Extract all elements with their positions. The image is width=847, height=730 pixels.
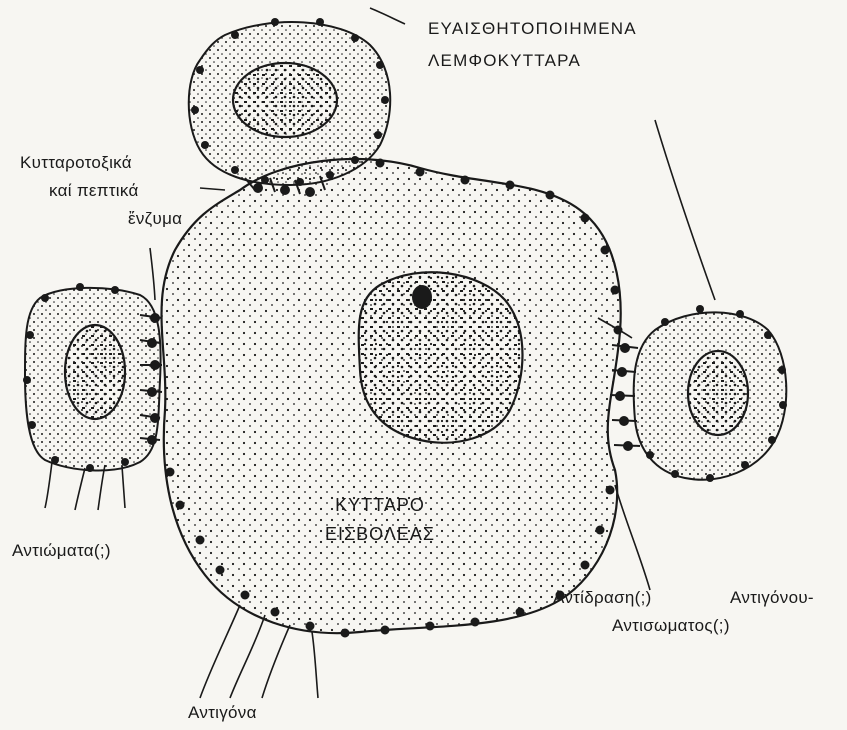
lymphocyte-left bbox=[23, 283, 161, 472]
label-reaction-1: Αντίδραση(;) bbox=[553, 587, 652, 608]
label-sensitized-lymphocytes-1: ΕΥΑΙΣΘΗΤΟΠΟΙΗΜΕΝΑ bbox=[428, 16, 637, 41]
label-invader-1: ΚΥΤΤΑΡΟ bbox=[295, 493, 465, 518]
leader-antibody-1 bbox=[45, 462, 52, 508]
lymphocyte-top-nucleus bbox=[233, 63, 337, 137]
leader-antigen-4 bbox=[312, 632, 318, 698]
leader-sensitized bbox=[370, 8, 405, 24]
leader-antibody-2 bbox=[75, 468, 85, 510]
leader-enzymes-upper bbox=[200, 188, 225, 190]
label-cytotoxic-3: ἔνζυμα bbox=[128, 208, 182, 229]
label-sensitized-lymphocytes-2: ΛΕΜΦΟΚΥΤΤΑΡΑ bbox=[428, 48, 581, 73]
leader-antigen-3 bbox=[262, 625, 290, 698]
lymphocyte-right-nucleus bbox=[688, 351, 748, 435]
label-invader-2: ΕΙΣΒΟΛΕΑΣ bbox=[295, 522, 465, 547]
label-reaction-1b: Αντιγόνου- bbox=[730, 587, 814, 608]
label-antibodies: Αντιώματα(;) bbox=[12, 540, 111, 561]
lymphocyte-left-nucleus bbox=[65, 325, 125, 419]
lymphocyte-right bbox=[634, 305, 787, 482]
invader-cell bbox=[162, 159, 623, 638]
invader-nucleus bbox=[359, 272, 523, 442]
leader-reaction bbox=[615, 485, 650, 590]
leader-antigen-2 bbox=[230, 615, 265, 698]
leader-antibody-3 bbox=[98, 465, 105, 510]
invader-nucleolus bbox=[412, 285, 432, 309]
leader-antibody-4 bbox=[122, 466, 125, 508]
leader-right-lymphocyte bbox=[655, 120, 715, 300]
lymphocyte-top bbox=[189, 18, 390, 186]
label-reaction-2: Αντισωματος(;) bbox=[612, 615, 730, 636]
label-antigens: Αντιγόνα bbox=[188, 702, 257, 723]
leader-antigen-1 bbox=[200, 605, 240, 698]
label-cytotoxic-1: Κυτταροτοξικά bbox=[20, 152, 132, 173]
label-cytotoxic-2: καί πεπτικά bbox=[49, 180, 139, 201]
leader-enzymes-lower bbox=[150, 248, 155, 300]
